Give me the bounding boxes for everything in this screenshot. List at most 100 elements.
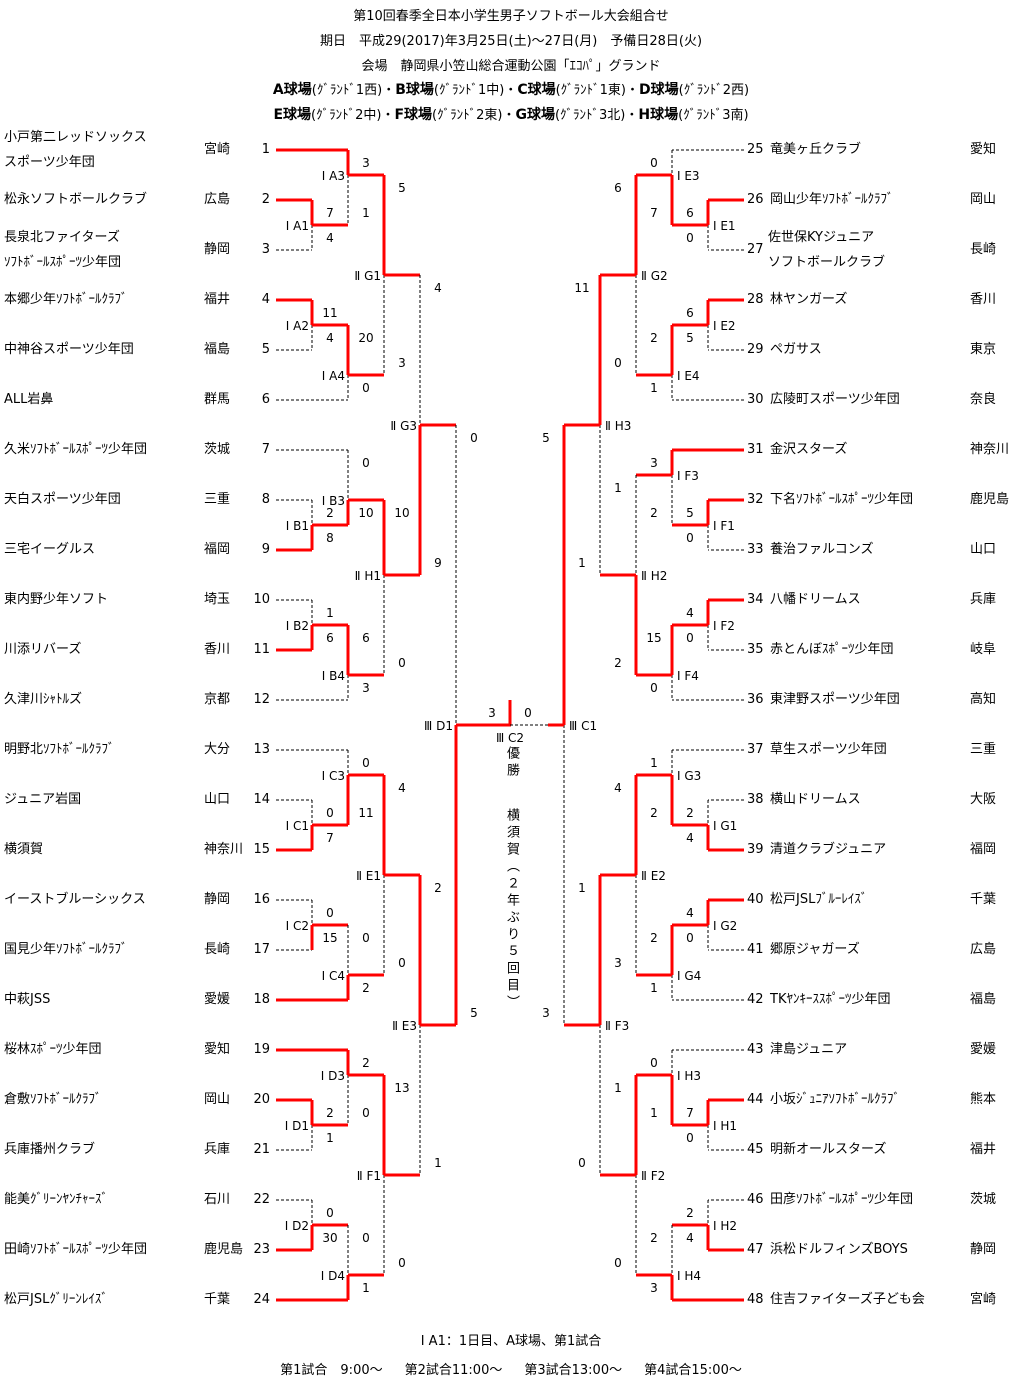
score-top: 5 (398, 181, 406, 195)
team-prefecture: 大阪 (970, 792, 997, 807)
match-code-label: Ⅱ G1 (354, 269, 381, 283)
score-top: 0 (362, 756, 370, 770)
match-code-label: Ⅱ G2 (641, 269, 668, 283)
match-code-label: Ⅰ A3 (322, 169, 345, 183)
score-bottom: 4 (326, 331, 334, 345)
score-top: 1 (614, 1081, 622, 1095)
match-time: 第4試合15:00～ (644, 1363, 742, 1378)
score-top: 1 (614, 481, 622, 495)
score-top: 2 (326, 506, 334, 520)
match-code-label: Ⅰ E2 (713, 319, 736, 333)
score-top: 1 (650, 756, 658, 770)
team-name: 下名ｿﾌﾄﾎﾞｰﾙｽﾎﾟｰﾂ少年団 (770, 492, 914, 507)
score-bottom: 4 (326, 231, 334, 245)
score-bottom: 2 (650, 806, 658, 820)
team-number: 18 (253, 992, 270, 1007)
score-bottom: 0 (398, 656, 406, 670)
score-bottom: 2 (650, 506, 658, 520)
champion-team: 横須賀（２年ぶり５回目） (504, 808, 519, 1012)
score-top: 6 (614, 181, 622, 195)
team-number: 1 (261, 142, 270, 157)
event-dates: 期日 平成29(2017)年3月25日(土)～27日(月) 予備日28日(火) (319, 34, 703, 49)
team-name: 金沢スターズ (770, 442, 848, 457)
team-prefecture: 愛知 (970, 142, 997, 157)
team-prefecture: 熊本 (970, 1092, 997, 1107)
team-prefecture: 静岡 (204, 242, 231, 257)
team-prefecture: 香川 (204, 642, 231, 657)
score-top: 3 (362, 156, 370, 170)
score-top: 0 (470, 431, 478, 445)
team-prefecture: 岐阜 (970, 642, 997, 657)
score-top: 2 (362, 1056, 370, 1070)
team-prefecture: 三重 (970, 742, 997, 757)
team-name: 川添リバーズ (4, 642, 82, 657)
score-top: 4 (614, 781, 622, 795)
team-prefecture: 宮崎 (204, 142, 231, 157)
score-bottom: 2 (362, 981, 370, 995)
score-top: 0 (326, 906, 334, 920)
team-number: 26 (747, 192, 764, 207)
team-prefecture: 広島 (970, 942, 997, 957)
team-number: 4 (261, 292, 270, 307)
match-code-label: Ⅰ H3 (677, 1069, 701, 1083)
team-prefecture: 岡山 (204, 1092, 231, 1107)
score-top: 0 (326, 1206, 334, 1220)
team-prefecture: 鹿児島 (204, 1242, 244, 1257)
score-top: 4 (686, 906, 694, 920)
match-code-label: Ⅱ F2 (641, 1169, 665, 1183)
team-number: 43 (747, 1042, 764, 1057)
team-number: 24 (253, 1292, 270, 1307)
field-separator: ・ (504, 83, 518, 98)
match-times: 第1試合 9:00～第2試合11:00～第3試合13:00～第4試合15:00～ (0, 1359, 1022, 1378)
team-name: 赤とんぼｽﾎﾟｰﾂ少年団 (770, 642, 894, 657)
match-code-label: Ⅰ D3 (321, 1069, 345, 1083)
team-name: 横山ドリームス (770, 792, 861, 807)
score-bottom: 0 (578, 1156, 586, 1170)
final-score-right: 0 (524, 706, 532, 720)
team-name-line2: スポーツ少年団 (4, 155, 95, 170)
fields-row-1: A球場(ｸﾞﾗﾝﾄﾞ1西)・B球場(ｸﾞﾗﾝﾄﾞ1中)・C球場(ｸﾞﾗﾝﾄﾞ1東… (0, 79, 1022, 99)
score-bottom: 0 (686, 1131, 694, 1145)
team-prefecture: 静岡 (204, 892, 231, 907)
match-time: 第3試合13:00～ (524, 1363, 623, 1378)
team-name: 横須賀 (4, 842, 44, 857)
team-prefecture: 静岡 (970, 1242, 997, 1257)
team-name: 津島ジュニア (770, 1042, 848, 1057)
team-name: 佐世保KYジュニア (768, 230, 875, 245)
match-code-label: Ⅰ A4 (322, 369, 345, 383)
team-name: 松永ソフトボールクラブ (4, 192, 148, 207)
score-bottom: 1 (434, 1156, 442, 1170)
team-name: 清道クラブジュニア (770, 842, 887, 857)
team-prefecture: 群馬 (204, 392, 231, 407)
team-name: 草生スポーツ少年団 (770, 742, 887, 757)
score-top: 2 (686, 806, 694, 820)
score-top: 4 (434, 281, 442, 295)
match-code-label: Ⅰ B3 (322, 494, 345, 508)
team-number: 10 (253, 592, 270, 607)
score-bottom: 4 (686, 1231, 694, 1245)
team-name: 倉敷ｿﾌﾄﾎﾞｰﾙｸﾗﾌﾞ (4, 1092, 102, 1107)
score-bottom: 0 (398, 1256, 406, 1270)
score-bottom: 7 (326, 831, 334, 845)
team-name: 中萩JSS (4, 992, 51, 1007)
match-code-label: Ⅰ G3 (677, 769, 701, 783)
team-name: 兵庫播州クラブ (4, 1142, 96, 1157)
team-name: 八幡ドリームス (770, 592, 861, 607)
field-detail: (ｸﾞﾗﾝﾄﾞ3北) (554, 108, 626, 123)
match-code-label: Ⅱ E1 (356, 869, 381, 883)
score-top: 4 (686, 606, 694, 620)
score-bottom: 0 (686, 931, 694, 945)
team-prefecture: 兵庫 (204, 1142, 231, 1157)
score-bottom: 0 (362, 381, 370, 395)
team-number: 15 (253, 842, 270, 857)
team-number: 16 (253, 892, 270, 907)
field-detail: (ｸﾞﾗﾝﾄﾞ2中) (311, 108, 382, 123)
score-bottom: 1 (650, 381, 658, 395)
score-bottom: 3 (398, 356, 406, 370)
team-name: 広陵町スポーツ少年団 (770, 392, 900, 407)
match-code-label: Ⅰ D4 (321, 1269, 345, 1283)
team-number: 36 (747, 692, 764, 707)
match-code-label: Ⅰ E1 (713, 219, 736, 233)
team-prefecture: 宮崎 (970, 1292, 997, 1307)
match-code-label: Ⅰ C1 (286, 819, 309, 833)
